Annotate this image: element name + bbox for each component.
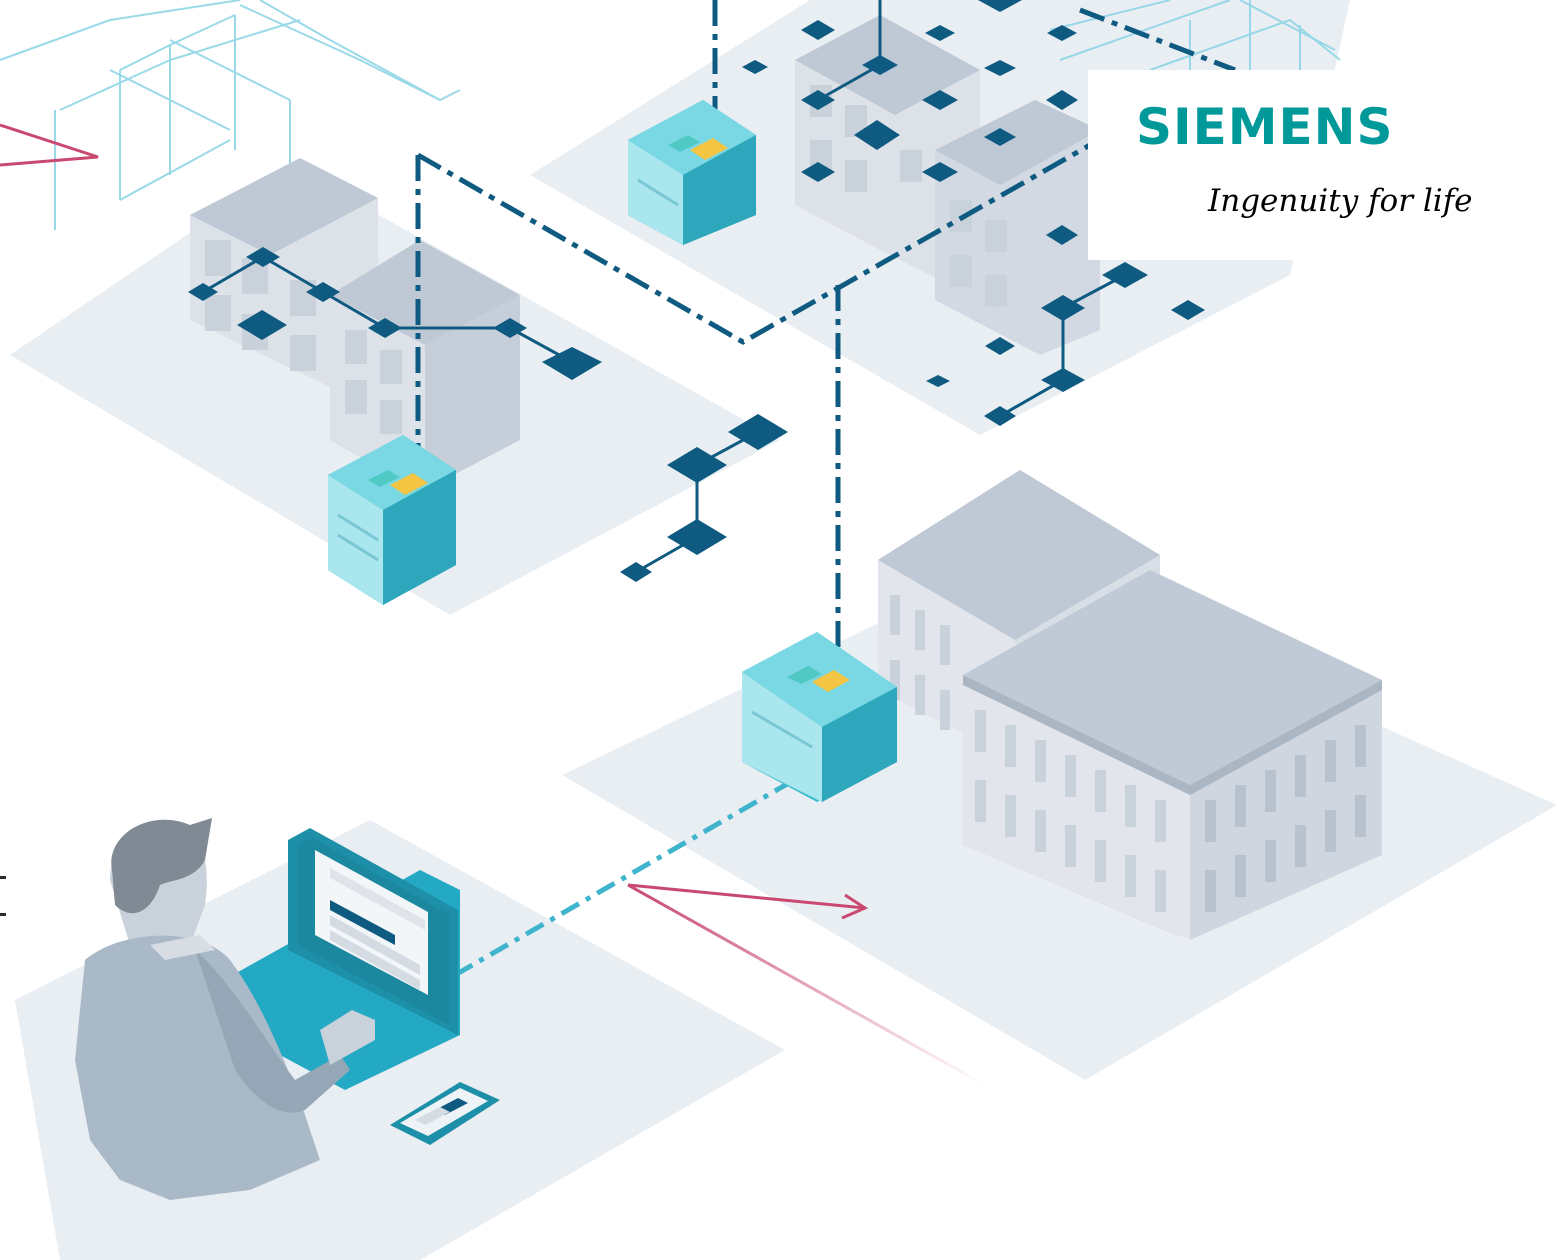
controller-icon xyxy=(328,435,456,605)
siemens-wordmark: SIEMENS xyxy=(1136,98,1394,156)
scaffold-icon xyxy=(1049,0,1341,71)
network-node-icon xyxy=(620,414,788,582)
scaffold-icon xyxy=(0,0,461,230)
person-icon xyxy=(75,818,375,1200)
arrow-icon xyxy=(0,123,99,167)
network-node-icon xyxy=(188,247,602,380)
arrow-trail xyxy=(627,883,986,1087)
controller-icon xyxy=(628,100,756,245)
laptop-icon xyxy=(215,828,460,1090)
network-node-icon xyxy=(742,0,1205,426)
smartphone-icon xyxy=(390,1082,500,1145)
building-icon xyxy=(190,158,520,490)
network-backbone xyxy=(415,0,1236,650)
siemens-logo xyxy=(1088,70,1336,260)
network-nodes xyxy=(635,430,759,574)
controller-icon xyxy=(742,632,897,802)
arrow-icon xyxy=(627,883,869,920)
building-icon xyxy=(878,470,1382,940)
cropped-text-fragment xyxy=(0,876,6,916)
siemens-tagline: Ingenuity for life xyxy=(1208,183,1473,219)
network-link xyxy=(453,765,817,978)
